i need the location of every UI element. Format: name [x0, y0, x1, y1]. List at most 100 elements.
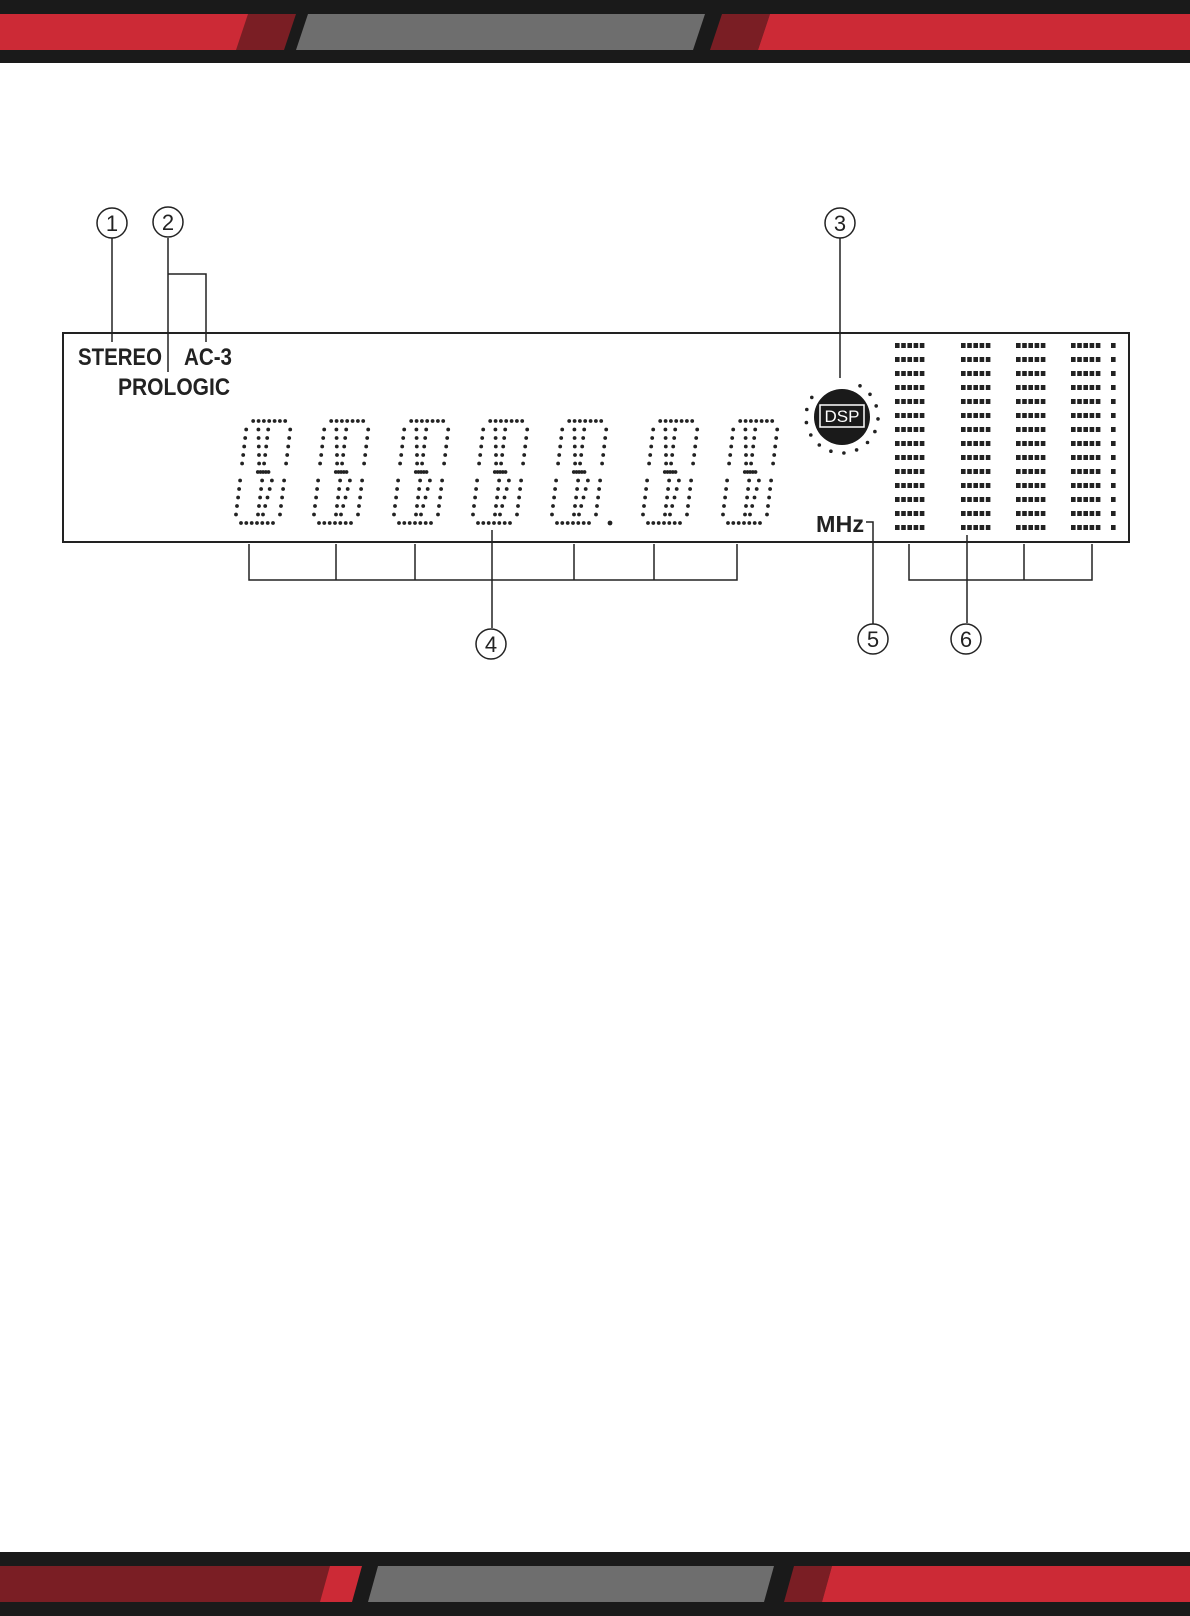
digit-dot [239, 521, 243, 525]
spectrum-segment [1090, 525, 1095, 530]
digit-dot [415, 504, 419, 508]
digit-dot [415, 436, 419, 440]
digit-dot [690, 419, 694, 423]
digit-dot [573, 453, 577, 457]
digit-dot [669, 462, 673, 466]
digit-dot [283, 419, 287, 423]
spectrum-segment [1022, 455, 1027, 460]
spectrum-segment [986, 469, 991, 474]
digit-dot [260, 479, 264, 483]
spectrum-segment [1028, 483, 1033, 488]
spectrum-segment [914, 441, 919, 446]
digit-dot [664, 428, 668, 432]
spectrum-segment [961, 371, 966, 376]
callout-4-label: 4 [485, 632, 497, 657]
spectrum-segment [895, 399, 900, 404]
spectrum-segment [1041, 525, 1046, 530]
spectrum-segment [1111, 399, 1116, 404]
digit-dot [667, 479, 671, 483]
digit-dot [744, 453, 748, 457]
spectrum-segment [967, 427, 972, 432]
digit-dot [674, 419, 678, 423]
spectrum-segment [1096, 371, 1101, 376]
spectrum-segment [961, 427, 966, 432]
spectrum-segment [980, 385, 985, 390]
mhz-indicator: MHz [816, 511, 864, 537]
spectrum-segment [1071, 413, 1076, 418]
digit-dot [689, 479, 693, 483]
digit-dot [644, 487, 648, 491]
digit-dot [677, 479, 681, 483]
spectrum-segment [986, 455, 991, 460]
spectrum-segment [986, 497, 991, 502]
digit-dot [260, 521, 264, 525]
digit-dot [282, 479, 286, 483]
spectrum-segment [1077, 357, 1082, 362]
digit-dot [753, 521, 757, 525]
spectrum-segment [914, 385, 919, 390]
digit-dot [265, 436, 269, 440]
dsp-ring-dot [805, 408, 809, 412]
digit-dot [481, 521, 485, 525]
spectrum-segment [1096, 511, 1101, 516]
spectrum-segment [986, 525, 991, 530]
spectrum-segment [1071, 511, 1076, 516]
spectrum-segment [901, 399, 906, 404]
mhz-leader [866, 522, 873, 640]
spectrum-segment [920, 427, 925, 432]
digit-dot [409, 419, 413, 423]
digit-dot [772, 453, 776, 457]
spectrum-segment [980, 455, 985, 460]
spectrum-segment [986, 399, 991, 404]
digit-dot [597, 487, 601, 491]
digit-dot [494, 428, 498, 432]
digit-dot [499, 419, 503, 423]
bracket-4 [249, 544, 737, 580]
digit-dot [345, 470, 349, 474]
dsp-label: DSP [825, 407, 860, 426]
digit-dot [278, 513, 282, 517]
spectrum-segment [1071, 343, 1076, 348]
digit-dot [244, 521, 248, 525]
spectrum-segment [907, 455, 912, 460]
spectrum-segment [1041, 483, 1046, 488]
spectrum-segment [914, 455, 919, 460]
digit-cell [471, 419, 529, 525]
digit-dot [680, 419, 684, 423]
digit-dot [338, 521, 342, 525]
spectrum-segment [914, 427, 919, 432]
digit-dot [264, 445, 268, 449]
digit-dot [494, 462, 498, 466]
digit-dot [338, 479, 342, 483]
digit-dot [363, 453, 367, 457]
digit-dot [446, 428, 450, 432]
spectrum-segment [907, 441, 912, 446]
digit-dot [342, 445, 346, 449]
spectrum-segment [907, 413, 912, 418]
spectrum-segment [980, 343, 985, 348]
spectrum-segment [1077, 455, 1082, 460]
spectrum-segment [980, 497, 985, 502]
spectrum-segment [920, 511, 925, 516]
digit-dot [737, 521, 741, 525]
digit-dot [439, 487, 443, 491]
digit-dot [691, 462, 695, 466]
spectrum-segment [986, 343, 991, 348]
digit-dot [421, 453, 425, 457]
spectrum-segment [1035, 469, 1040, 474]
spectrum-segment [1083, 511, 1088, 516]
digit-dot [729, 445, 733, 449]
spectrum-segment [1096, 455, 1101, 460]
spectrum-segment [1071, 371, 1076, 376]
spectrum-segment [1071, 483, 1076, 488]
digit-dot [428, 479, 432, 483]
digit-dot [566, 521, 570, 525]
bracket-6 [909, 544, 1092, 580]
callout-3-label: 3 [834, 211, 846, 236]
digit-dot [685, 419, 689, 423]
digit-dot [765, 513, 769, 517]
digit-dot [336, 496, 340, 500]
digit-dot [257, 419, 261, 423]
spectrum-segment [901, 469, 906, 474]
spectrum-segment [973, 441, 978, 446]
